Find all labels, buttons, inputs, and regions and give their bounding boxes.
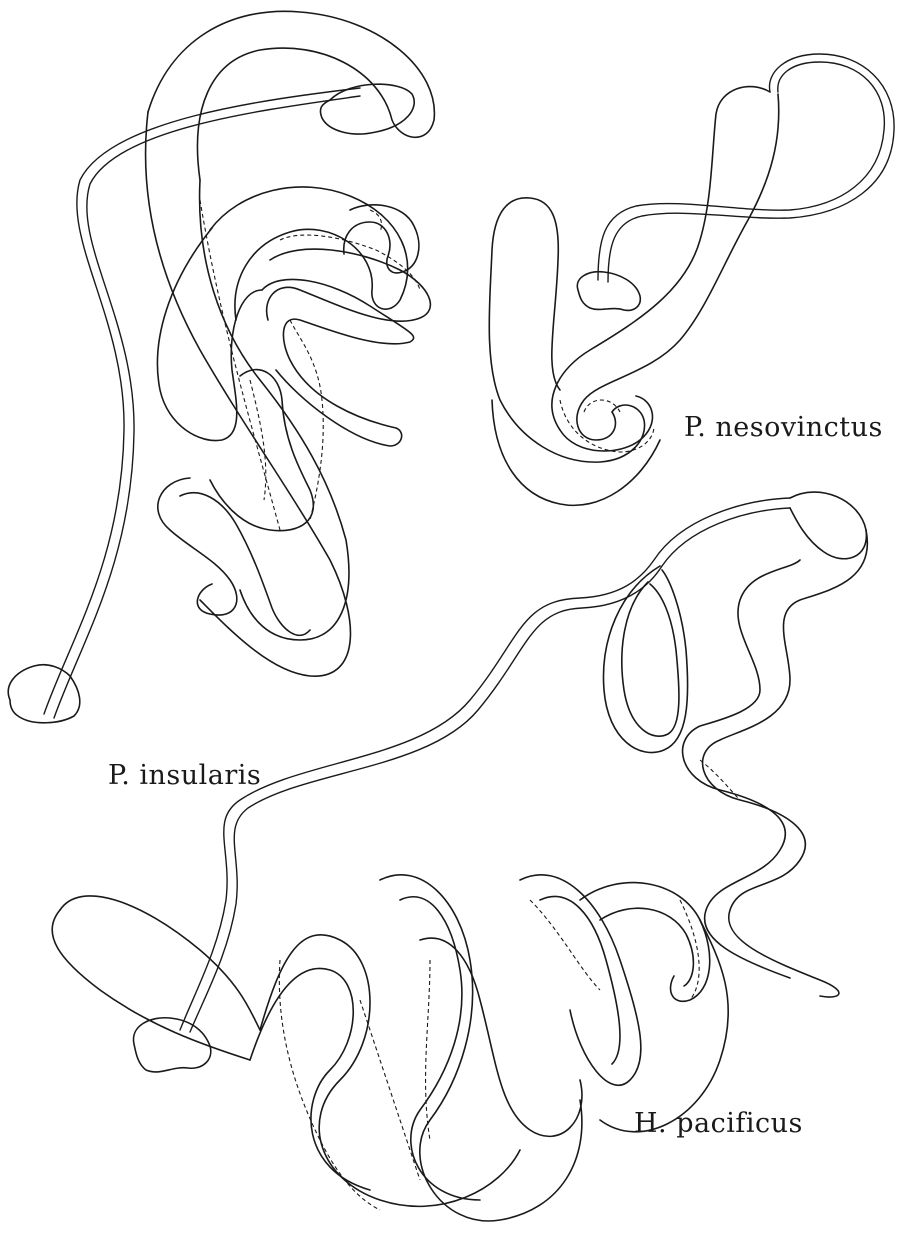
insularis-outer-loop [148, 11, 434, 180]
pacificus-loop-7-inner [600, 908, 693, 986]
pacificus-hidden-2 [426, 960, 430, 1140]
insularis-hidden-3 [290, 320, 323, 520]
nesovinctus-basal-disc [577, 272, 640, 311]
nesovinctus-duct-outer [598, 62, 884, 280]
label-h-pacificus: H. pacificus [634, 1108, 803, 1139]
nesovinctus-body-right [552, 87, 770, 451]
label-p-nesovinctus: P. nesovinctus [684, 412, 883, 443]
pacificus-arm [60, 896, 260, 1030]
nesovinctus-outer-hook [492, 400, 660, 505]
label-p-insularis: P. insularis [108, 760, 261, 791]
pacificus-basal-disc [133, 1018, 210, 1072]
pacificus-body-upper [703, 530, 868, 997]
specimen-p-insularis [8, 11, 434, 722]
pacificus-loop-5 [520, 875, 641, 1085]
pacificus-hidden-1 [279, 960, 380, 1210]
pacificus-hidden-6 [360, 1000, 420, 1180]
insularis-hidden-5 [250, 380, 266, 500]
pacificus-loop-3 [380, 875, 582, 1221]
pacificus-loop-6 [540, 897, 620, 1064]
insularis-coil-1 [210, 187, 408, 320]
pacificus-swelling-tip [790, 492, 866, 559]
pacificus-body-upper-inner [683, 560, 800, 978]
insularis-hidden-1 [200, 200, 280, 530]
pacificus-hidden-3 [530, 900, 600, 990]
nesovinctus-hidden-2 [584, 400, 620, 412]
pacificus-duct-outer [180, 498, 790, 1030]
insularis-fold-left-2 [180, 493, 310, 636]
pacificus-arm-lower [52, 910, 250, 1060]
insularis-fold-left [158, 478, 237, 615]
pacificus-loop-4 [420, 938, 582, 1136]
nesovinctus-body-swell [577, 94, 779, 440]
pacificus-upper-oval-inner [622, 582, 679, 736]
nesovinctus-duct-inner [608, 54, 894, 282]
pacificus-duct-inner [190, 508, 790, 1032]
